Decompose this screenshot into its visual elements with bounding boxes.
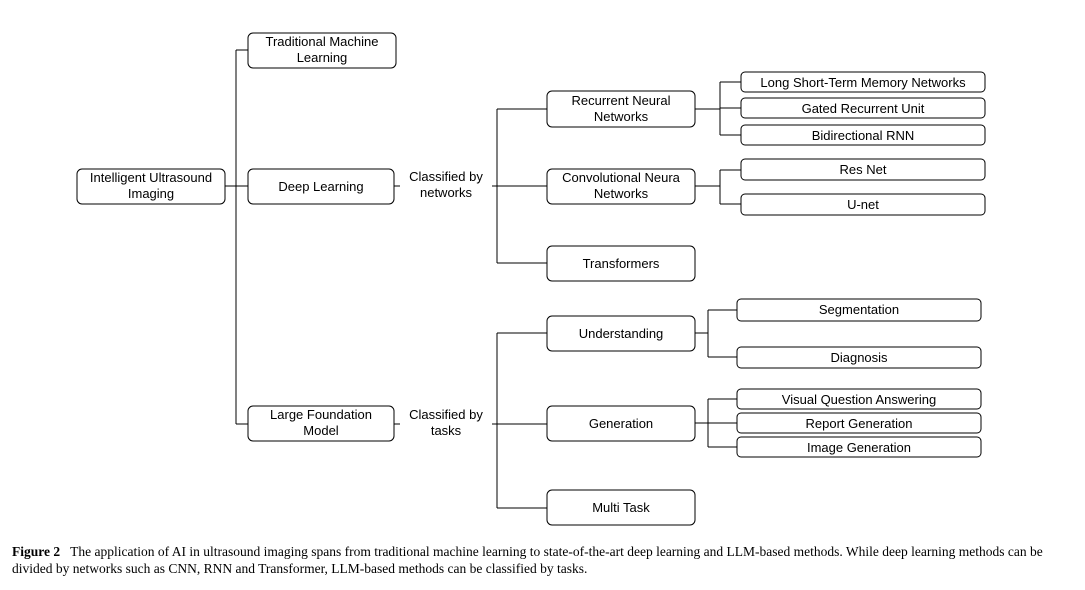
caption-text: The application of AI in ultrasound imag… [12,544,1043,576]
node-image-generation: Image Generation [736,436,982,458]
node-large-foundation-model: Large Foundation Model [247,405,395,442]
svg-text:Recurrent Neural: Recurrent Neural [572,93,671,108]
svg-text:Transformers: Transformers [583,256,660,271]
node-segmentation: Segmentation [736,298,982,322]
node-transformers: Transformers [546,245,696,282]
svg-text:Large Foundation: Large Foundation [270,407,372,422]
node-gated-recurrent-unit: Gated Recurrent Unit [740,97,986,119]
node-multi-task: Multi Task [546,489,696,526]
node-traditional-machine-learning: Traditional Machine Learning [247,32,397,69]
svg-text:Intelligent Ultrasound: Intelligent Ultrasound [90,170,212,185]
svg-text:U-net: U-net [847,197,879,212]
node-bidirectional-rnn: Bidirectional RNN [740,124,986,146]
node-u-net: U-net [740,193,986,216]
svg-text:Report Generation: Report Generation [806,416,913,431]
node-report-generation: Report Generation [736,412,982,434]
node-visual-question-answering: Visual Question Answering [736,388,982,410]
svg-text:Generation: Generation [589,416,653,431]
svg-text:Model: Model [303,423,339,438]
svg-text:Traditional Machine: Traditional Machine [266,34,379,49]
node-res-net: Res Net [740,158,986,181]
node-understanding: Understanding [546,315,696,352]
node-convolutional-neural-networks: Convolutional Neura Networks [546,168,696,205]
svg-text:Long Short-Term Memory Network: Long Short-Term Memory Networks [760,75,966,90]
svg-text:Res Net: Res Net [840,162,887,177]
edge-label-networks: Classified by networks [400,167,492,203]
svg-text:Image Generation: Image Generation [807,440,911,455]
edge-label-tasks: Classified by tasks [400,405,492,441]
svg-text:Multi Task: Multi Task [592,500,650,515]
svg-text:Convolutional Neura: Convolutional Neura [562,170,681,185]
svg-text:Networks: Networks [594,109,649,124]
svg-text:Diagnosis: Diagnosis [830,350,888,365]
node-generation: Generation [546,405,696,442]
node-lstm: Long Short-Term Memory Networks [740,71,986,93]
svg-text:Segmentation: Segmentation [819,302,899,317]
svg-text:networks: networks [420,185,473,200]
node-recurrent-neural-networks: Recurrent Neural Networks [546,90,696,128]
svg-text:Visual Question Answering: Visual Question Answering [782,392,936,407]
node-intelligent-ultrasound-imaging: Intelligent Ultrasound Imaging [76,168,226,205]
svg-text:Classified by: Classified by [409,169,483,184]
svg-text:tasks: tasks [431,423,462,438]
node-deep-learning: Deep Learning [247,168,395,205]
svg-text:Deep Learning: Deep Learning [278,179,363,194]
svg-text:Bidirectional RNN: Bidirectional RNN [812,128,915,143]
taxonomy-diagram: Classified by networks Classified by tas… [76,32,986,526]
svg-text:Learning: Learning [297,50,348,65]
svg-text:Gated Recurrent Unit: Gated Recurrent Unit [802,101,925,116]
svg-text:Imaging: Imaging [128,186,174,201]
figure-label: Figure 2 [12,544,61,559]
node-diagnosis: Diagnosis [736,346,982,369]
svg-text:Classified by: Classified by [409,407,483,422]
svg-text:Networks: Networks [594,186,649,201]
svg-text:Understanding: Understanding [579,326,664,341]
